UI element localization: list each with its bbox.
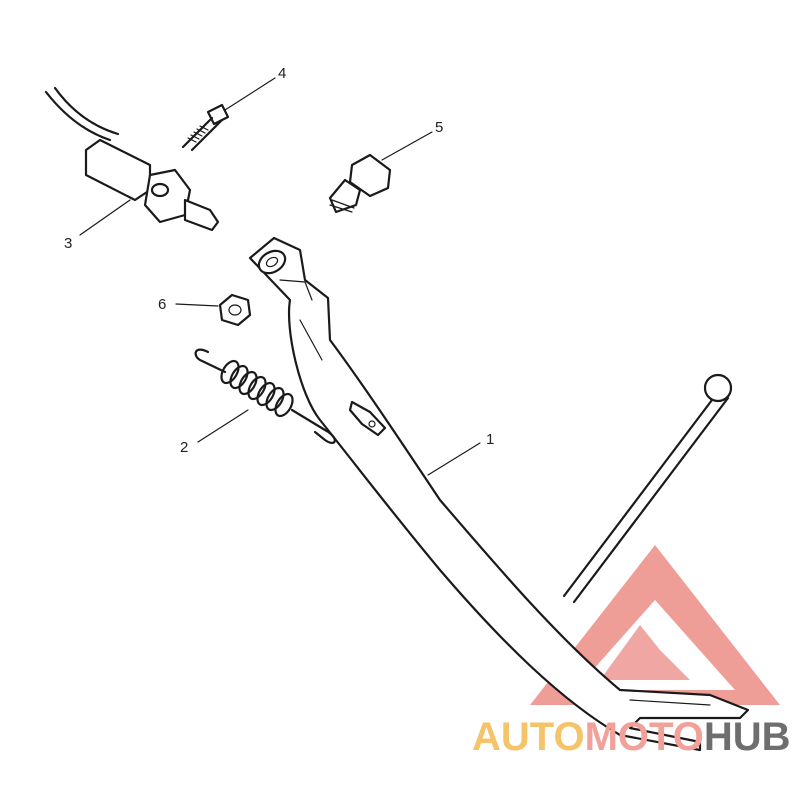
part-1-side-stand: 1 [248,236,750,752]
callout-5: 5 [435,119,443,136]
part-3-side-stand-switch: 3 [44,86,220,252]
callout-2: 2 [180,439,188,456]
part-2-spring: 2 [180,348,336,456]
callout-6: 6 [158,296,166,313]
watermark-word-moto: MOTO [585,715,704,759]
watermark-word-hub: HUB [704,715,791,759]
part-4-screw: 4 [181,65,286,152]
svg-text:AUTOMOTOHUB: AUTOMOTOHUB [472,715,791,759]
watermark-text: AUTOMOTOHUB [472,715,791,759]
callout-1: 1 [486,431,494,448]
callout-3: 3 [64,235,72,252]
part-6-nut: 6 [158,293,252,327]
watermark-word-auto: AUTO [472,715,585,759]
callout-4: 4 [278,65,286,82]
rod-knob [703,373,733,403]
watermark-triangle-core [600,625,690,680]
part-5-bolt: 5 [328,119,443,214]
spring-coils [220,359,294,418]
